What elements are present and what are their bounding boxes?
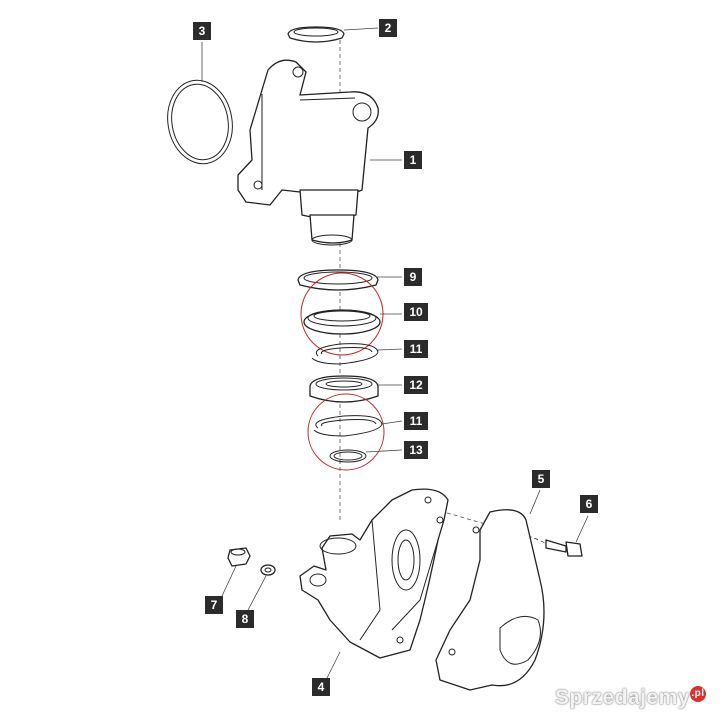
svg-text:9: 9 (410, 270, 417, 284)
part-12-bearing (309, 375, 379, 403)
svg-text:10: 10 (409, 305, 423, 319)
part-5-cover (435, 509, 545, 691)
part-2-cap (287, 26, 345, 43)
svg-text:11: 11 (410, 414, 423, 428)
svg-text:13: 13 (409, 443, 423, 457)
part-4-lower-housing (299, 488, 449, 659)
svg-text:2: 2 (385, 21, 392, 35)
callout-12: 12 (404, 376, 428, 394)
leader-lines (201, 27, 589, 681)
svg-text:7: 7 (211, 598, 218, 612)
callout-13: 13 (404, 441, 428, 459)
svg-text:4: 4 (318, 680, 325, 694)
callout-8: 8 (236, 610, 254, 628)
part-10-bearing (303, 309, 381, 335)
callout-11-lower: 11 (404, 412, 428, 430)
part-7-plug (227, 547, 251, 567)
callout-7: 7 (205, 596, 223, 614)
callout-4: 4 (312, 678, 330, 696)
callout-11-upper: 11 (404, 340, 428, 358)
svg-text:5: 5 (538, 472, 545, 486)
part-8-washer (260, 564, 276, 576)
callout-10: 10 (404, 303, 428, 321)
part-3-o-ring (167, 79, 233, 165)
callout-3: 3 (193, 22, 211, 40)
highlight-circle-lower (307, 393, 385, 471)
callout-2: 2 (379, 19, 397, 37)
callout-9: 9 (404, 268, 422, 286)
part-13-ring (329, 449, 367, 463)
bolt-axis (514, 529, 551, 546)
part-1-upper-housing (237, 59, 379, 246)
watermark-text: Sprzedajemy (554, 686, 690, 709)
part-6-bolt (545, 539, 583, 557)
callout-1: 1 (404, 151, 422, 169)
callout-6: 6 (580, 495, 598, 513)
part-9-washer (297, 269, 379, 291)
svg-text:6: 6 (586, 497, 593, 511)
part-11-snap-ring-upper (311, 343, 379, 365)
part-11-snap-ring-lower (313, 415, 383, 437)
svg-text:12: 12 (409, 378, 423, 392)
watermark-suffix: .pl (690, 686, 706, 702)
watermark: Sprzedajemy.pl (555, 686, 706, 710)
svg-text:11: 11 (410, 342, 423, 356)
svg-text:3: 3 (199, 24, 206, 38)
svg-text:8: 8 (242, 612, 249, 626)
callout-5: 5 (532, 470, 550, 488)
svg-text:1: 1 (410, 153, 417, 167)
